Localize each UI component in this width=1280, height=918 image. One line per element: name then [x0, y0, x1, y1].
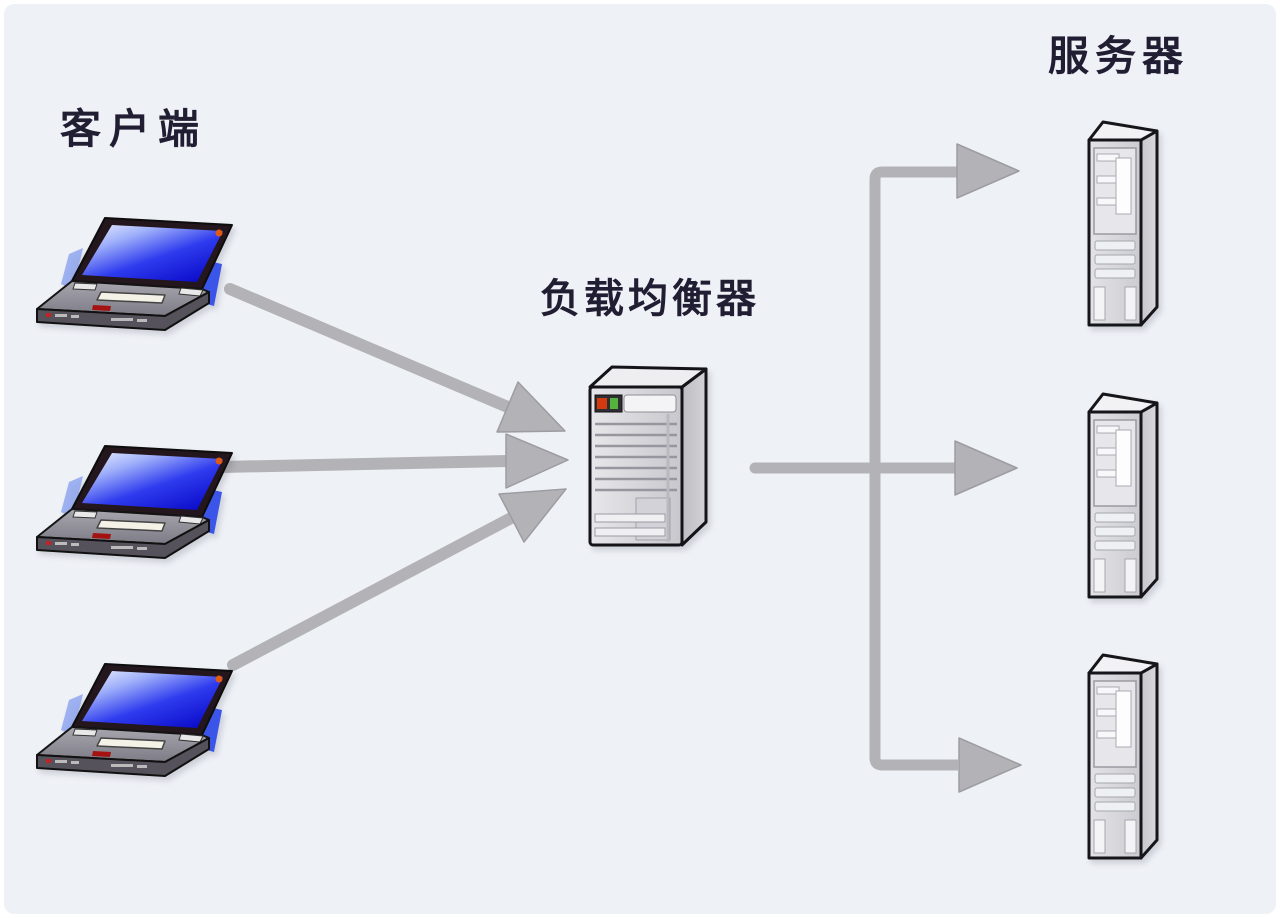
laptop-icon-client-2 [13, 434, 233, 569]
clients-label: 客户端 [60, 106, 207, 152]
arrow-lb-to-server-3 [958, 737, 1022, 793]
laptop-icon-client-1 [13, 206, 233, 341]
load-balancer-icon [578, 362, 720, 558]
arrow-lb-to-servers-trunk [749, 166, 962, 771]
server-tower-icon-3 [1081, 650, 1169, 862]
server-tower-icon-2 [1081, 389, 1169, 601]
arrow-lb-to-server-1 [956, 143, 1020, 199]
load-balancer-label: 负载均衡器 [540, 277, 760, 321]
arrow-client-2-to-lb [216, 433, 569, 489]
arrow-client-1-to-lb [224, 283, 566, 433]
arrow-lb-to-server-2 [954, 440, 1018, 496]
laptop-icon-client-3 [13, 652, 233, 787]
servers-label: 服务器 [1048, 33, 1189, 79]
arrow-client-3-to-lb [227, 488, 567, 671]
server-tower-icon-1 [1081, 117, 1169, 329]
